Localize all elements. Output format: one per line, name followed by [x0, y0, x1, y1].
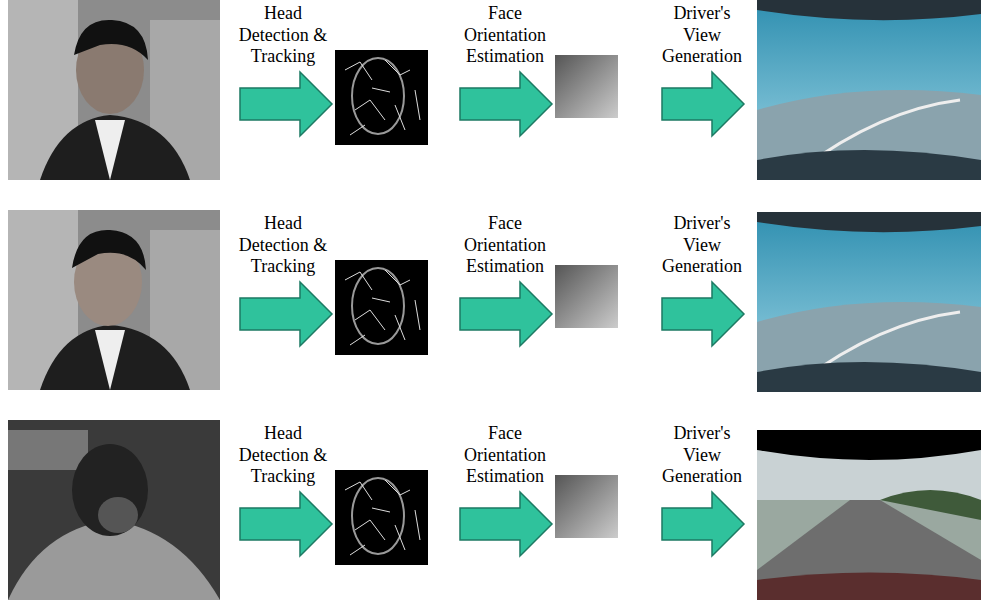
step-label: Driver's View Generation	[654, 423, 750, 488]
driver-view-image	[757, 212, 981, 392]
block-arrows	[240, 72, 744, 136]
edge-image	[335, 50, 428, 145]
step-label: Driver's View Generation	[654, 213, 750, 278]
step-label: Head Detection & Tracking	[235, 213, 331, 278]
edge-image	[335, 260, 428, 355]
step-label: Face Orientation Estimation	[457, 423, 553, 488]
step-label: Face Orientation Estimation	[457, 213, 553, 278]
driver-photo	[8, 0, 220, 180]
step-label: Face Orientation Estimation	[457, 3, 553, 68]
step-label: Head Detection & Tracking	[235, 423, 331, 488]
edge-image	[335, 470, 428, 565]
driver-photo	[8, 210, 220, 390]
step-label: Head Detection & Tracking	[235, 3, 331, 68]
block-arrows	[240, 282, 744, 346]
step-label: Driver's View Generation	[654, 3, 750, 68]
driver-view-image	[757, 430, 981, 600]
driver-view-image	[757, 0, 981, 180]
face-crop	[555, 475, 618, 538]
face-crop	[555, 265, 618, 328]
block-arrows	[240, 492, 744, 556]
driver-photo	[8, 420, 220, 600]
face-crop	[555, 55, 618, 118]
